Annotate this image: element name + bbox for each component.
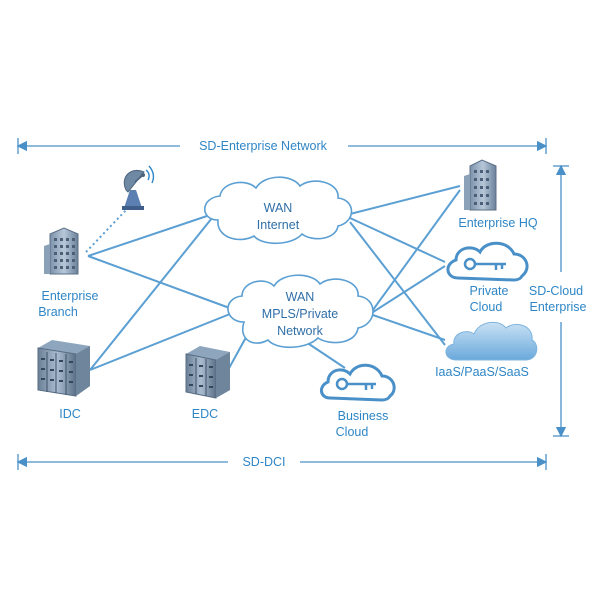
edc-server-rack-icon <box>185 346 230 399</box>
public-cloud-icon <box>445 321 538 361</box>
enterprise-hq-building-icon <box>464 159 497 211</box>
business-cloud-label-2: Cloud <box>336 425 369 439</box>
satellite-dotted-link <box>85 207 129 253</box>
wan-mpls-cloud: WAN MPLS/Private Network <box>227 274 374 349</box>
enterprise-hq-label: Enterprise HQ <box>458 216 537 230</box>
iaas-label: IaaS/PaaS/SaaS <box>435 365 529 379</box>
idc-server-rack-icon <box>37 340 90 397</box>
wan-internet-cloud: WAN Internet <box>203 176 353 245</box>
wan-internet-label-1: WAN <box>264 201 293 215</box>
right-span-arrow <box>553 164 569 438</box>
bottom-span-label: SD-DCI <box>242 455 285 469</box>
right-span-label-1: SD-Cloud <box>529 284 583 298</box>
enterprise-branch-label-2: Branch <box>38 305 78 319</box>
network-links <box>85 185 461 371</box>
idc-label: IDC <box>59 407 81 421</box>
bottom-span-arrow <box>16 454 548 470</box>
business-cloud-key-icon <box>320 363 396 402</box>
wan-mpls-label-1: WAN <box>286 290 315 304</box>
satellite-dish-icon <box>122 165 155 210</box>
edc-label: EDC <box>192 407 218 421</box>
private-cloud-label-2: Cloud <box>470 300 503 314</box>
wan-internet-label-2: Internet <box>257 218 300 232</box>
top-span-label: SD-Enterprise Network <box>199 139 328 153</box>
private-cloud-label-1: Private <box>470 284 509 298</box>
enterprise-branch-label-1: Enterprise <box>42 289 99 303</box>
wan-mpls-label-2: MPLS/Private <box>262 307 338 321</box>
top-span-arrow <box>16 138 548 154</box>
wan-mpls-label-3: Network <box>277 324 324 338</box>
business-cloud-label-1: Business <box>338 409 389 423</box>
enterprise-branch-building-icon <box>44 227 79 275</box>
private-cloud-key-icon <box>446 241 529 282</box>
right-span-label-2: Enterprise <box>530 300 587 314</box>
